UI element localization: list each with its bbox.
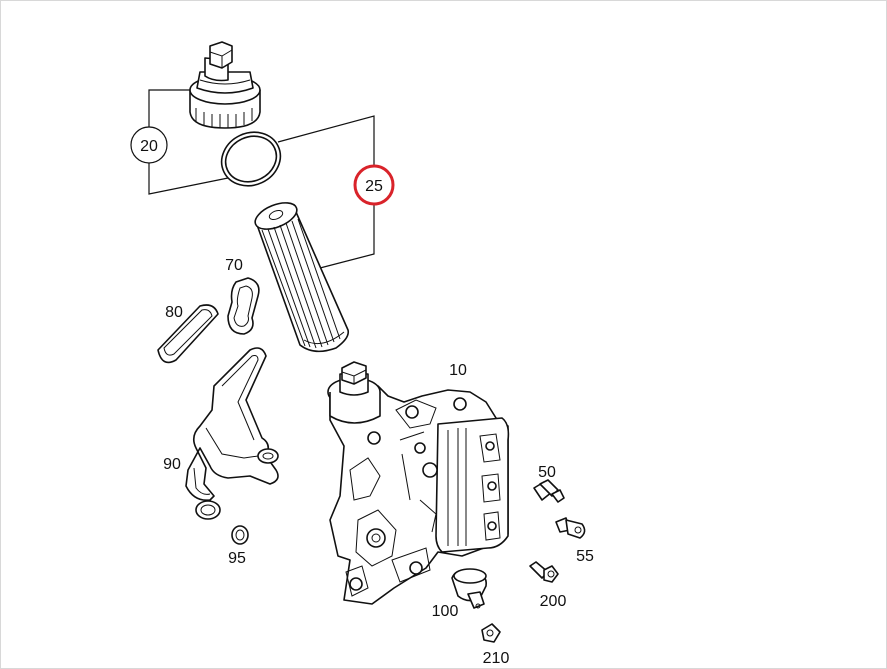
callout-label-55[interactable]: 55 [576,548,594,565]
callout-label-10[interactable]: 10 [449,362,467,379]
valve-100 [451,568,488,609]
callout-label-90[interactable]: 90 [163,456,181,473]
gasket-80 [157,304,219,364]
callout-bracket-25 [277,115,375,269]
oil-filter-cap [189,41,261,129]
callout-label-50[interactable]: 50 [538,464,556,481]
seal-70 [227,277,260,335]
callout-label-70[interactable]: 70 [225,257,243,274]
bolt-200 [529,561,559,583]
washer-95 [231,525,249,545]
callout-circle-25[interactable] [353,164,395,206]
oil-filter-housing [327,361,510,605]
o-ring-seal [220,131,282,187]
sensor-55 [555,517,586,539]
callout-label-20[interactable]: 20 [140,138,158,155]
callout-label-200[interactable]: 200 [540,593,567,610]
plug-210 [481,623,501,643]
callout-label-80[interactable]: 80 [165,304,183,321]
callout-bracket-20 [148,89,234,195]
gasket-90 [185,347,279,520]
callout-circle-20 [130,126,168,164]
oil-filter-element [254,202,350,353]
callout-label-95[interactable]: 95 [228,550,246,567]
callout-label-25[interactable]: 25 [365,178,383,195]
callout-label-100[interactable]: 100 [432,603,459,620]
callout-label-210[interactable]: 210 [483,650,510,667]
sensor-50 [533,479,565,503]
